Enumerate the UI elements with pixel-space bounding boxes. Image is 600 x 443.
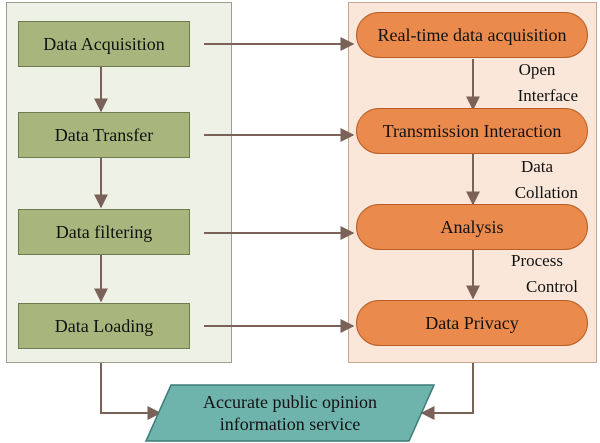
arrow-left-to-output — [100, 363, 162, 420]
step-data-loading: Data Loading — [18, 303, 190, 349]
note-line: Interface — [517, 86, 578, 105]
pill-analysis: Analysis — [356, 204, 588, 250]
note-line: Control — [526, 277, 578, 296]
pill-transmission-interaction: Transmission Interaction — [356, 108, 588, 154]
note-line: Data — [520, 157, 554, 176]
output-line: information service — [219, 414, 361, 434]
step-data-filtering: Data filtering — [18, 209, 190, 255]
arrow-right-to-output — [420, 363, 474, 420]
output-parallelogram — [145, 384, 435, 442]
note-data-collation: Data Collation — [496, 154, 578, 206]
step-data-acquisition: Data Acquisition — [18, 21, 190, 67]
note-line: Open — [518, 60, 556, 79]
pill-realtime-acquisition: Real-time data acquisition — [356, 12, 588, 58]
step-data-transfer: Data Transfer — [18, 112, 190, 158]
output-line: Accurate public opinion — [203, 392, 377, 412]
note-process-control: Process Control — [496, 248, 578, 300]
pill-data-privacy: Data Privacy — [356, 300, 588, 346]
note-line: Process — [511, 251, 563, 270]
note-line: Collation — [514, 183, 578, 202]
note-open-interface: Open Interface — [496, 57, 578, 109]
output-service-box: Accurate public opinion information serv… — [145, 384, 435, 442]
output-label: Accurate public opinion information serv… — [145, 384, 435, 442]
